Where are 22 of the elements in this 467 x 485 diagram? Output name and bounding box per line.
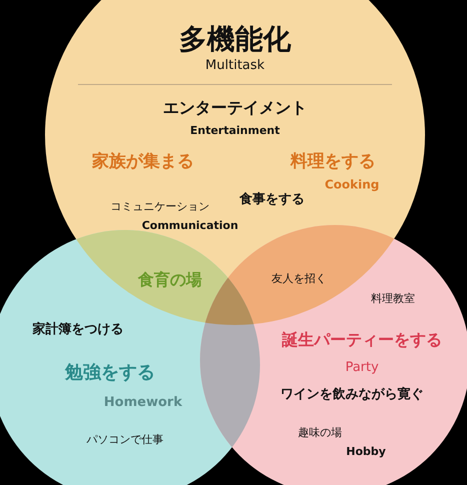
item-text: 家計簿をつける [32,322,124,338]
title-text: 多機能化 [179,24,291,56]
item-text: 趣味の場 [298,426,342,440]
item-text: 食事をする [240,192,304,208]
category-label: 料理をする [290,152,376,172]
category-label: 誕生パーティーをする [282,331,442,349]
category-label: 勉強をする [65,363,155,383]
item-text: ワインを飲みながら寛ぐ [280,388,424,402]
item-text: 料理教室 [371,292,415,306]
subtitle-text: Cooking [324,178,380,192]
subtitle-text: Communication [142,220,238,232]
heading-text: エンターテイメント [163,99,307,117]
overlap-label: 食育の場 [138,271,202,289]
subtitle-text: Hobby [346,446,386,458]
item-text: コミュニケーション [110,200,210,214]
subtitle-text: Homework [104,396,182,410]
item-text: パソコンで仕事 [86,434,164,446]
subtitle-text: Multitask [205,58,265,74]
overlap-label: 友人を招く [272,272,326,286]
subtitle-text: Entertainment [190,124,280,138]
subtitle-text: Party [345,360,379,376]
category-label: 家族が集まる [92,152,194,172]
